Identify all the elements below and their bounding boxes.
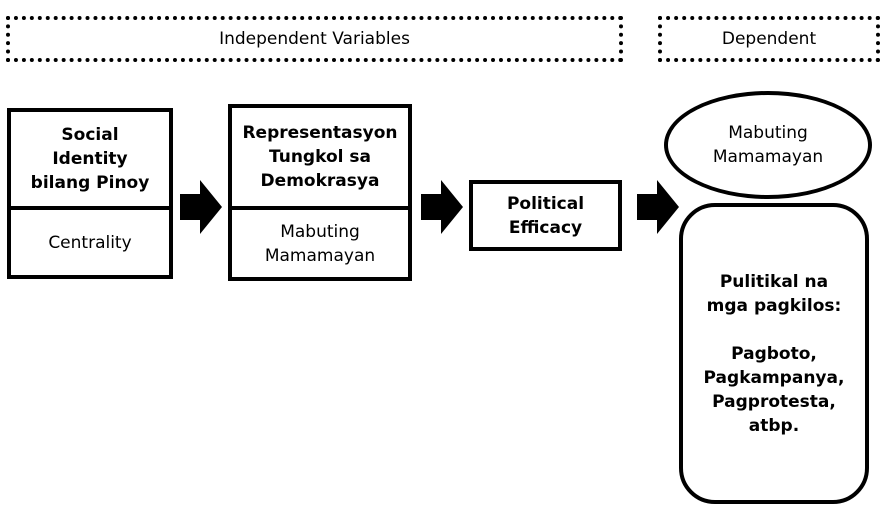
arrow-right-3 [637, 180, 679, 234]
dependent-header: Dependent [658, 16, 880, 62]
arrow-right-1 [180, 180, 222, 234]
mabuting-mamamayan-label: Mabuting Mamamayan [264, 221, 376, 266]
centrality-box: Centrality [7, 206, 173, 279]
political-actions-label: Pulitikal na mga pagkilos: Pagboto, Pagk… [703, 271, 845, 436]
outcome-ellipse: Mabuting Mamamayan [664, 91, 872, 199]
political-efficacy-box: Political Efficacy [469, 180, 622, 251]
social-identity-title: Social Identity bilang Pinoy [30, 125, 150, 193]
independent-variables-label: Independent Variables [219, 29, 410, 49]
representation-box: Representasyon Tungkol sa Demokrasya [228, 104, 412, 210]
outcome-ellipse-label: Mabuting Mamamayan [712, 123, 824, 167]
arrow-right-2 [421, 180, 463, 234]
centrality-label: Centrality [48, 232, 132, 253]
representation-title: Representasyon Tungkol sa Demokrasya [242, 123, 398, 191]
social-identity-box: Social Identity bilang Pinoy [7, 108, 173, 210]
dependent-label: Dependent [721, 29, 817, 49]
independent-variables-header: Independent Variables [6, 16, 623, 62]
mabuting-mamamayan-box: Mabuting Mamamayan [228, 206, 412, 281]
political-actions-box: Pulitikal na mga pagkilos: Pagboto, Pagk… [679, 203, 869, 504]
political-efficacy-label: Political Efficacy [506, 193, 585, 238]
